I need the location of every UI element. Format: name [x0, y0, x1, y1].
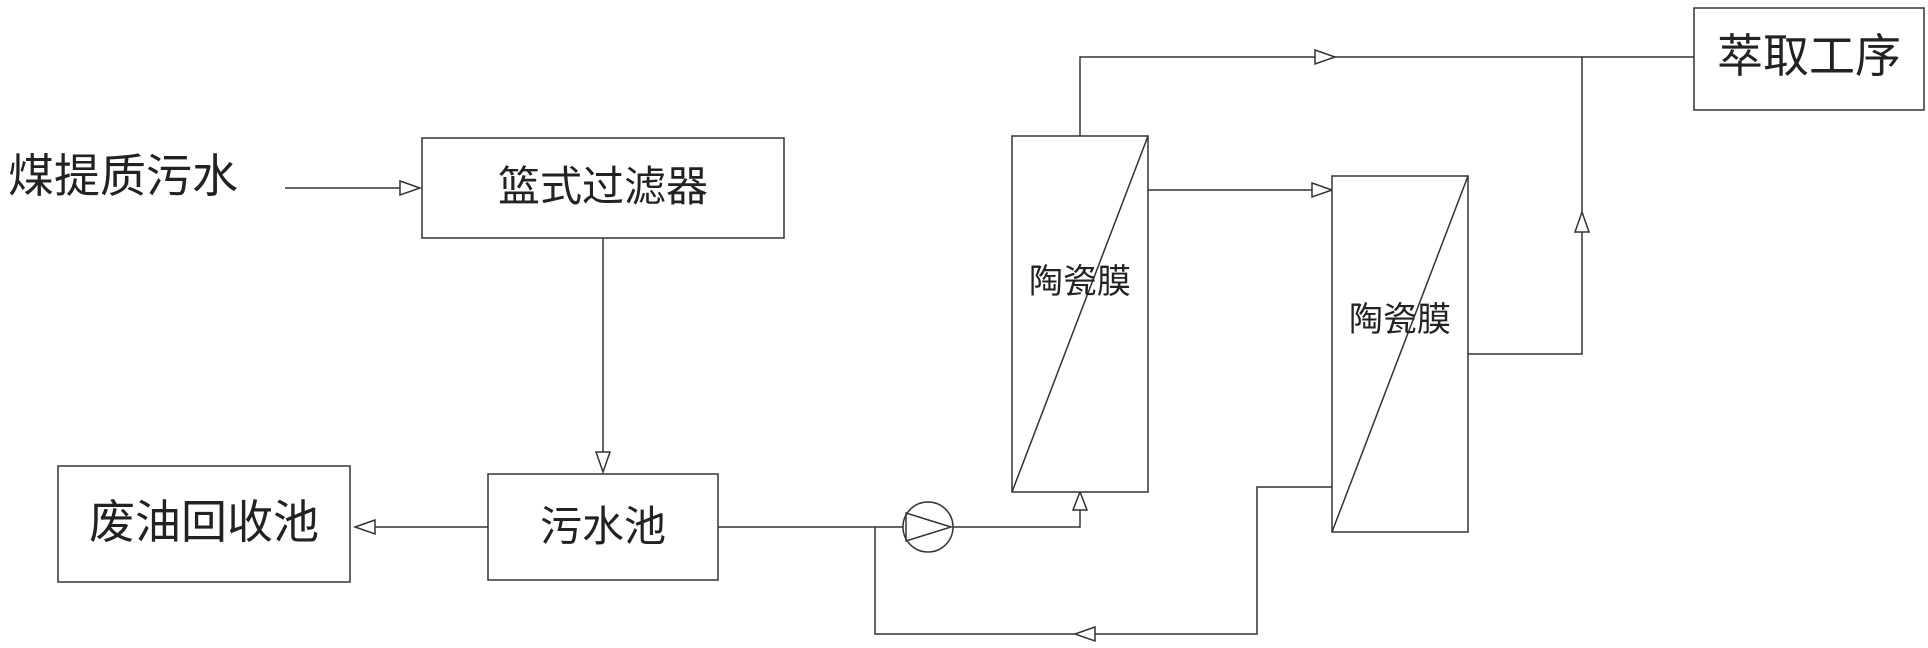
pump-icon — [905, 511, 954, 543]
arrow-into-membrane-2 — [1311, 181, 1335, 199]
flow-line-membrane-2-to-extraction — [1468, 232, 1583, 355]
arrow-into-sewage-tank — [594, 451, 612, 475]
arrow-into-waste-oil-tank — [352, 518, 376, 536]
membrane-1-diagonal — [1011, 135, 1149, 493]
flow-line-recycle-return — [874, 486, 1332, 635]
arrow-recycle-return — [1072, 625, 1096, 643]
pump-node — [902, 501, 954, 553]
ceramic-membrane-2-label: 陶瓷膜 — [1349, 300, 1451, 340]
basket-filter-node: 篮式过滤器 — [421, 137, 785, 239]
basket-filter-label: 篮式过滤器 — [498, 162, 708, 211]
ceramic-membrane-1-label: 陶瓷膜 — [1029, 262, 1131, 302]
waste-oil-recovery-tank-label: 废油回收池 — [89, 495, 319, 549]
arrow-top-line — [1314, 48, 1338, 66]
extraction-process-node: 萃取工序 — [1693, 7, 1925, 111]
flow-line-pump-to-membrane-1 — [953, 510, 1081, 528]
arrow-up-to-extraction — [1573, 209, 1591, 233]
arrow-into-membrane-1 — [1071, 489, 1089, 511]
arrow-into-filter — [399, 179, 423, 197]
waste-oil-recovery-tank-node: 废油回收池 — [57, 465, 351, 583]
ceramic-membrane-2-node: 陶瓷膜 — [1331, 175, 1469, 533]
sewage-tank-node: 污水池 — [487, 473, 719, 581]
ceramic-membrane-1-node: 陶瓷膜 — [1011, 135, 1149, 493]
input-label-coal-upgrading-wastewater: 煤提质污水 — [8, 149, 238, 203]
flow-line-membrane-1-to-extraction — [1079, 56, 1322, 136]
sewage-tank-label: 污水池 — [540, 502, 666, 551]
extraction-process-label: 萃取工序 — [1717, 29, 1901, 83]
membrane-2-diagonal — [1331, 175, 1469, 533]
